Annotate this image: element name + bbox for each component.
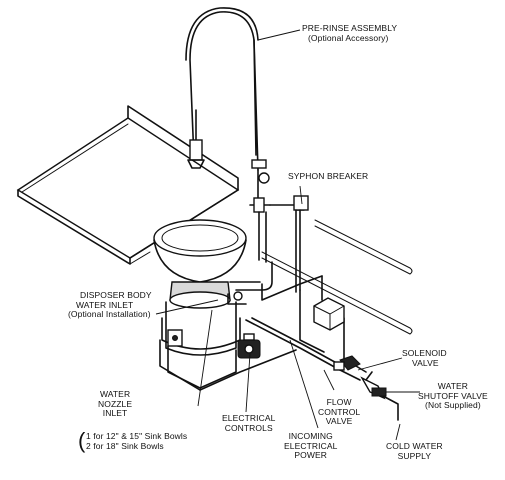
label-syphon-breaker: SYPHON BREAKER (288, 171, 369, 181)
label-water-nozzle-inlet: WATER NOZZLE INLET (98, 389, 133, 418)
wall-lines (261, 219, 413, 335)
label-sink-bowls: ( 1 for 12" & 15" Sink Bowls 2 for 18" S… (78, 428, 188, 453)
bracket-open: ( (78, 428, 86, 453)
controls-unit (237, 333, 261, 359)
water-lines (159, 275, 399, 421)
label-flow-control-valve: FLOW CONTROL VALVE (318, 397, 361, 426)
label-cold-water-supply: COLD WATER SUPPLY (386, 441, 443, 461)
label-incoming-electrical-power: INCOMING ELECTRICAL POWER (284, 431, 338, 460)
label-water-shutoff-valve: WATER SHUTOFF VALVE (Not Supplied) (418, 381, 488, 410)
label-electrical-controls: ELECTRICAL CONTROLS (222, 413, 276, 433)
label-pre-rinse-assembly: PRE-RINSE ASSEMBLY (Optional Accessory) (302, 23, 398, 43)
label-disposer-body-water-inlet: DISPOSER BODY WATER INLET (Optional Inst… (68, 290, 152, 319)
label-solenoid-valve: SOLENOID VALVE (402, 348, 447, 368)
shutoff-part (360, 371, 387, 400)
leader-lines (155, 29, 420, 441)
solenoid-part (333, 355, 367, 373)
syphon-breaker-part (293, 195, 309, 293)
junction-box (313, 297, 345, 331)
pre-rinse-assembly (185, 7, 301, 263)
